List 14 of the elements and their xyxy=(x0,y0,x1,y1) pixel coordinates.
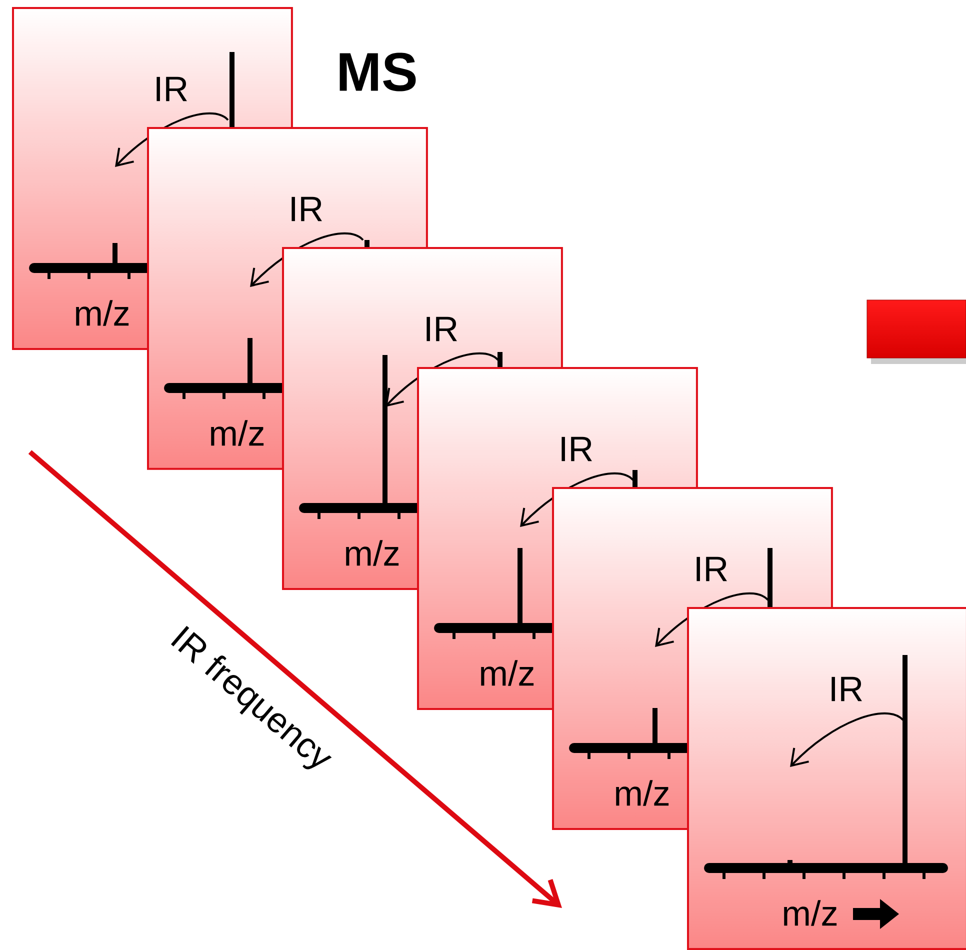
arrow-label: IR xyxy=(562,436,592,462)
title: MS xyxy=(340,52,416,92)
axis-label: m/z xyxy=(616,780,669,806)
arrow-label: IR xyxy=(426,316,457,342)
arrow-label: IR xyxy=(832,676,862,702)
axis-label: m/z xyxy=(784,900,837,926)
axis-label: m/z xyxy=(211,420,264,446)
axis-label: m/z xyxy=(76,300,129,326)
arrow-label: IR xyxy=(292,196,322,222)
arrow-label: IR xyxy=(696,556,727,582)
axis-label: m/z xyxy=(481,660,534,686)
arrow-label: IR xyxy=(156,76,187,102)
axis-label: m/z xyxy=(346,540,399,566)
spectrum-card xyxy=(687,607,966,950)
